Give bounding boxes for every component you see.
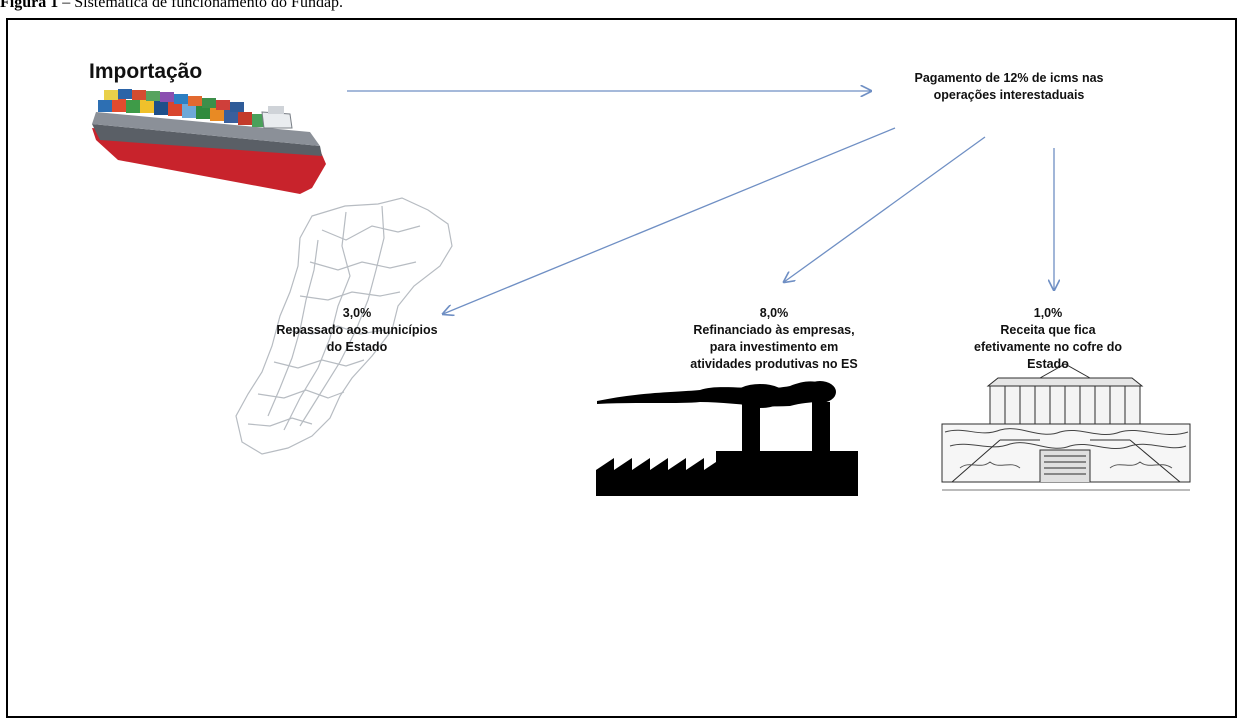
arrow-to-municipios	[443, 127, 896, 314]
caption-label: Figura 1	[0, 0, 59, 11]
arrow-to-empresas	[784, 136, 986, 282]
branch-empresas-label: 8,0% Refinanciado às empresas, para inve…	[624, 305, 924, 373]
branch-empresas-percent: 8,0%	[759, 306, 789, 320]
figure-caption: Figura 1 – Sistemática de funcionamento …	[0, 0, 343, 12]
branch-cofre-percent: 1,0%	[1033, 306, 1063, 320]
caption-text: – Sistemática de funcionamento do Fundap…	[58, 0, 344, 11]
factory-icon	[596, 381, 858, 496]
container-ship-icon	[92, 89, 326, 194]
branch-municipios-percent: 3,0%	[342, 306, 372, 320]
es-map-icon	[235, 197, 453, 455]
palace-icon	[941, 363, 1191, 491]
source-node-label: Pagamento de 12% de icms nas operações i…	[914, 71, 1104, 102]
branch-cofre-label: 1,0% Receita que fica efetivamente no co…	[916, 305, 1180, 373]
flow-arrows	[347, 91, 1054, 314]
branch-municipios-label: 3,0% Repassado aos municípios do Estado	[222, 305, 492, 356]
diagram-title: Importação	[89, 60, 203, 83]
